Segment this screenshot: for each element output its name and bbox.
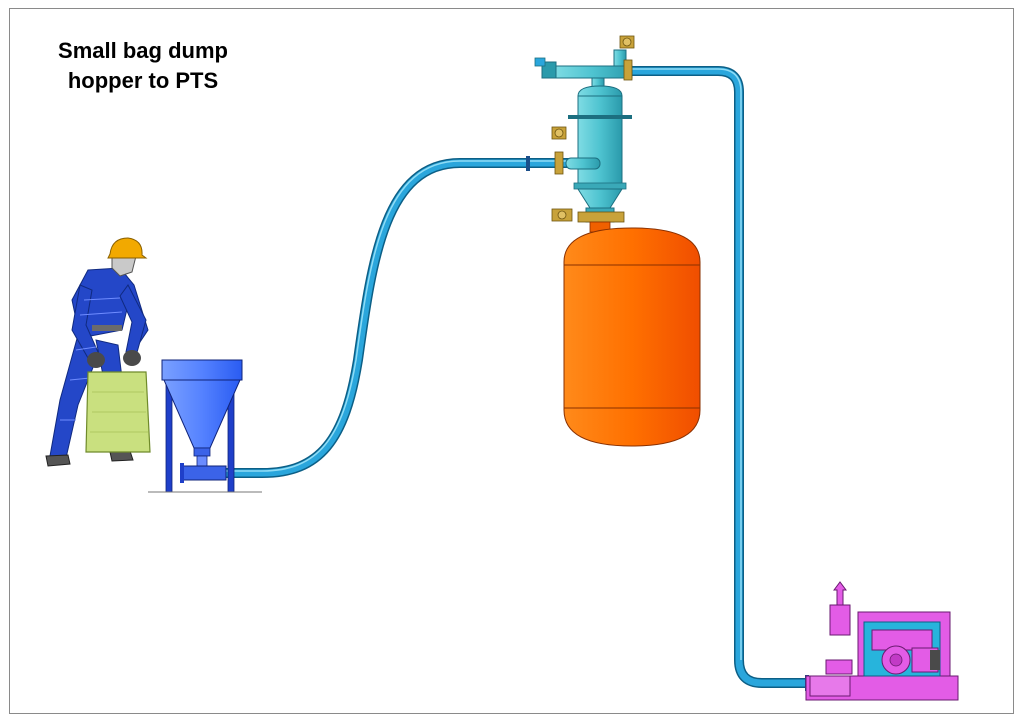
- valve-icon: [619, 35, 635, 81]
- title-line-2: hopper to PTS: [67, 68, 219, 93]
- blower-package-icon: [805, 581, 959, 701]
- receiver-cone: [577, 188, 623, 209]
- receiver-top-head: [577, 85, 623, 97]
- pressure-vessel-icon: [563, 221, 701, 447]
- valve-icon: [551, 208, 625, 223]
- pipe-hopper-to-receiver: [220, 158, 597, 478]
- valve-icon: [551, 126, 567, 175]
- hopper-icon: [148, 359, 262, 493]
- conveying-line: [220, 156, 597, 478]
- pipe-flange: [526, 156, 530, 171]
- bag-icon: [85, 371, 151, 453]
- vacuum-line: [632, 66, 810, 691]
- title-line-1: Small bag dump: [58, 38, 228, 63]
- receiver-body: [577, 95, 623, 189]
- filter-receiver-icon: [534, 49, 633, 223]
- feed-tee: [181, 465, 227, 481]
- helmet: [107, 237, 148, 259]
- hopper-rim: [161, 359, 243, 381]
- diagram-title: Small bag dump hopper to PTS: [28, 36, 258, 96]
- drawing-frame: [9, 8, 1014, 714]
